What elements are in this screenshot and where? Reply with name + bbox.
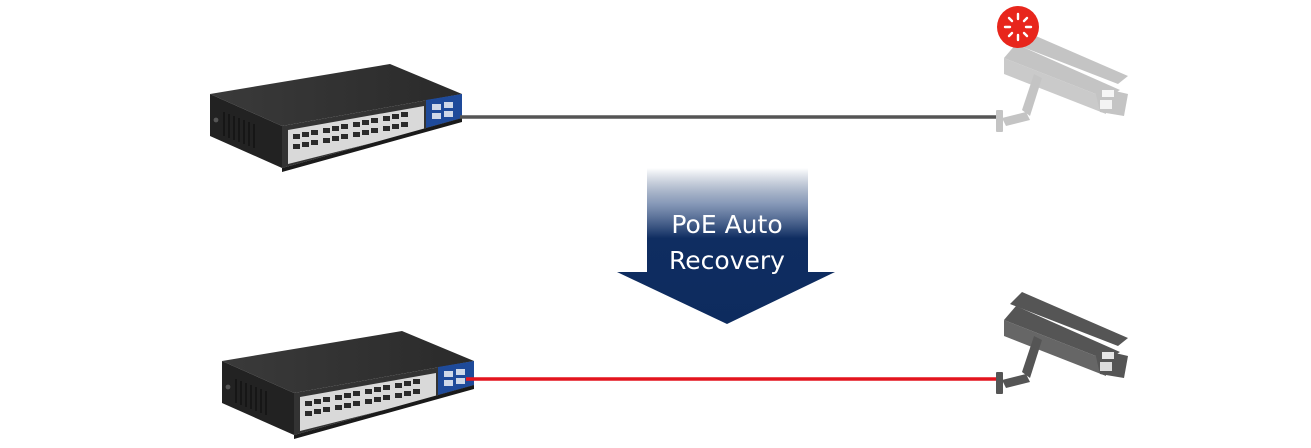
arrow-label-line2: Recovery [669,246,785,275]
recovery-arrow: PoE Auto Recovery [617,168,835,324]
arrow-label-line1: PoE Auto [671,210,782,239]
camera-bottom-online [996,292,1128,394]
bottom-scene [221,292,1128,440]
switch-top [209,63,463,173]
top-scene [209,6,1128,173]
alert-icon [997,6,1039,48]
switch-bottom [221,330,475,440]
